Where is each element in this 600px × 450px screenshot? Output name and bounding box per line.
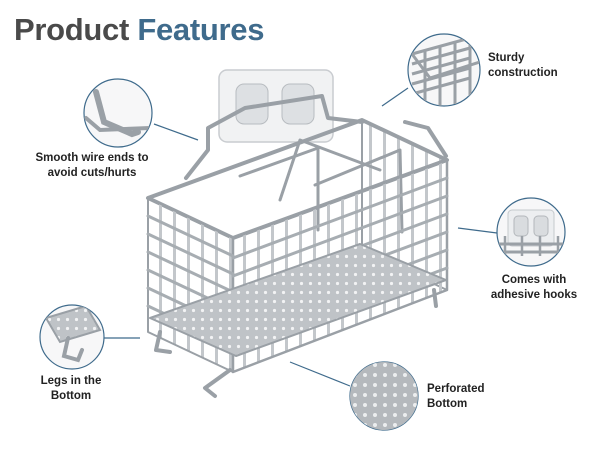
feature-sturdy: Sturdy construction <box>488 51 588 81</box>
feature-legs: Legs in the Bottom <box>24 374 118 404</box>
detail-hooks <box>496 197 566 267</box>
title-word-product: Product <box>14 12 130 47</box>
feature-legs-line2: Bottom <box>50 390 92 402</box>
feature-sturdy-line2: construction <box>488 67 558 79</box>
detail-legs <box>39 304 105 370</box>
feature-hooks-line1: Comes with <box>501 274 567 286</box>
feature-perforated: Perforated Bottom <box>427 382 527 412</box>
feature-wire-ends: Smooth wire ends to avoid cuts/hurts <box>24 151 160 181</box>
callout-lines <box>104 87 498 387</box>
adhesive-hook-plate <box>218 69 334 143</box>
detail-perforated <box>349 361 419 431</box>
feature-perforated-line2: Bottom <box>427 398 468 410</box>
basket <box>146 94 449 398</box>
feature-hooks-line2: adhesive hooks <box>490 289 578 301</box>
feature-perforated-line1: Perforated <box>427 383 485 395</box>
detail-wire-ends <box>83 78 153 148</box>
feature-hooks: Comes with adhesive hooks <box>484 273 584 303</box>
page-title: Product Features <box>14 14 264 45</box>
detail-sturdy <box>407 33 481 107</box>
title-word-features: Features <box>137 12 265 47</box>
feature-sturdy-line1: Sturdy <box>488 52 525 64</box>
feature-wire-ends-line2: avoid cuts/hurts <box>47 167 137 179</box>
feature-wire-ends-line1: Smooth wire ends to <box>35 152 149 164</box>
feature-legs-line1: Legs in the <box>40 375 102 387</box>
